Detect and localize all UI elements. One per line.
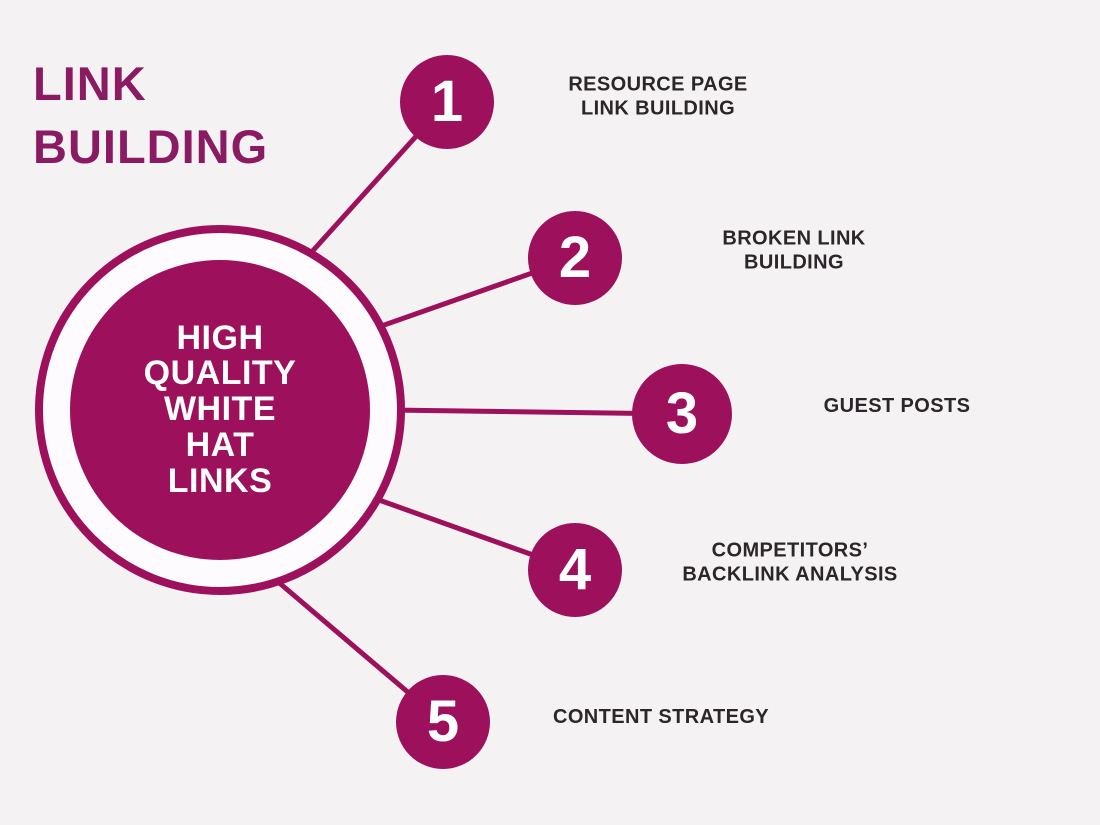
center-label: HIGH QUALITY WHITE HAT LINKS [143,318,297,500]
item-1-label: RESOURCE PAGE LINK BUILDING [568,73,748,119]
item-1-number: 1 [430,69,464,134]
item-4-circle: 4 [528,523,622,617]
center-circle: HIGH QUALITY WHITE HAT LINKS [70,260,370,560]
item-2-label: BROKEN LINK BUILDING [722,227,866,273]
item-5-label: CONTENT STRATEGY [552,706,770,729]
item-2-number: 2 [558,225,592,290]
item-4-label: COMPETITORS’ BACKLINK ANALYSIS [682,539,898,585]
item-3-number: 3 [665,381,699,446]
item-5-number: 5 [426,689,460,754]
page-title: LINK BUILDING [33,57,269,174]
item-3-label: GUEST POSTS [823,395,971,418]
item-3-circle: 3 [632,364,732,464]
item-4-number: 4 [558,537,592,602]
item-2-circle: 2 [528,211,622,305]
item-5-circle: 5 [396,675,490,769]
item-1-circle: 1 [400,55,494,149]
